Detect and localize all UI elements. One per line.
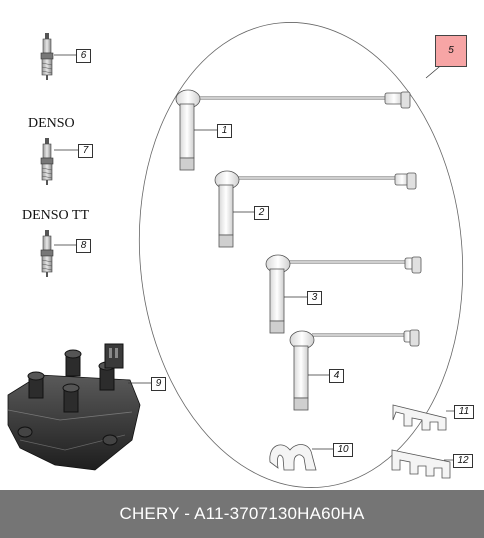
spark-plug-7 bbox=[40, 138, 54, 185]
ignition-wire-4 bbox=[289, 329, 420, 411]
wire-set-outline bbox=[138, 22, 464, 488]
wire-separator-12 bbox=[391, 449, 451, 479]
brand-label-denso: DENSO bbox=[28, 116, 75, 131]
callout-8: 8 bbox=[76, 239, 91, 253]
callout-6: 6 bbox=[76, 49, 91, 63]
callout-12: 12 bbox=[453, 454, 473, 468]
callout-9: 9 bbox=[151, 377, 166, 391]
ignition-wire-2 bbox=[214, 170, 417, 248]
wire-clip-10 bbox=[269, 444, 317, 471]
footer-caption-bar: CHERY - A11-3707130HA60HA bbox=[0, 490, 484, 538]
footer-caption: CHERY - A11-3707130HA60HA bbox=[119, 504, 365, 523]
callout-11: 11 bbox=[454, 405, 474, 419]
ignition-wire-1 bbox=[175, 89, 411, 171]
ignition-wire-3 bbox=[265, 254, 422, 334]
callout-3: 3 bbox=[307, 291, 322, 305]
brand-label-denso-tt: DENSO TT bbox=[22, 208, 90, 223]
callout-2: 2 bbox=[254, 206, 269, 220]
parts-diagram bbox=[7, 22, 464, 488]
callout-5: 5 bbox=[435, 35, 467, 67]
callout-1: 1 bbox=[217, 124, 232, 138]
callout-4: 4 bbox=[329, 369, 344, 383]
wire-separator-11 bbox=[392, 404, 447, 431]
ignition-coil-9 bbox=[7, 343, 141, 471]
spark-plug-6 bbox=[40, 33, 54, 80]
spark-plug-8 bbox=[40, 230, 54, 277]
callout-10: 10 bbox=[333, 443, 353, 457]
callout-7: 7 bbox=[78, 144, 93, 158]
